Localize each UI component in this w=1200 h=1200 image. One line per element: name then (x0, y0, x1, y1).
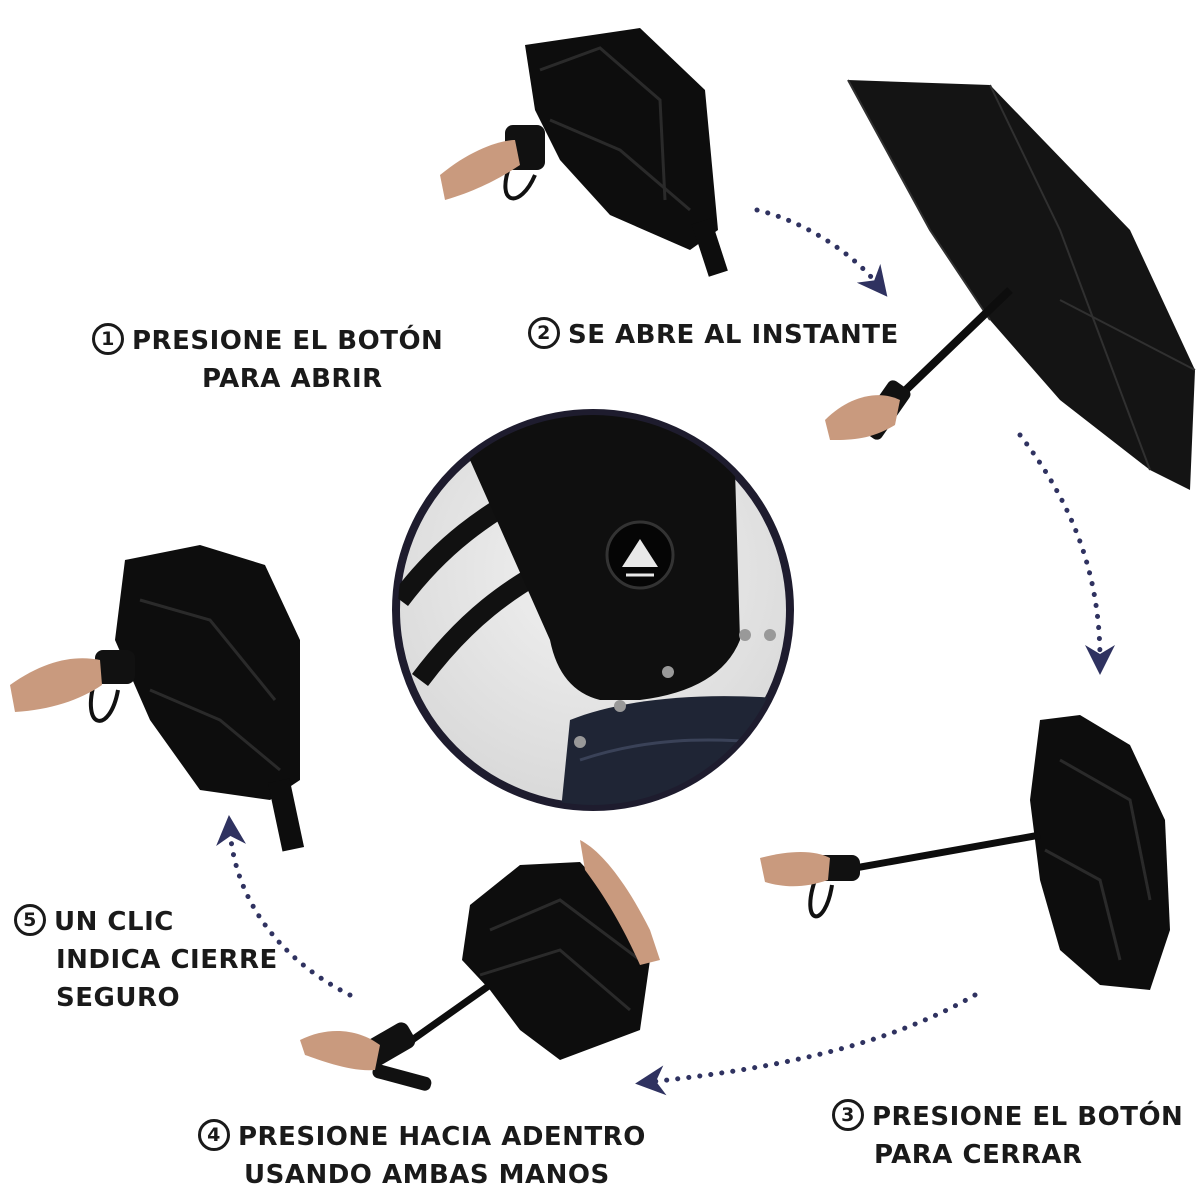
umbrella-step5-closed (10, 545, 305, 852)
umbrella-step2-open (825, 79, 1196, 490)
arrow-3-to-4 (635, 992, 978, 1096)
arrow-1-to-2 (754, 207, 888, 297)
umbrella-step3-closing (760, 715, 1170, 990)
arrow-2-to-3 (1017, 432, 1115, 675)
handle-closeup-lens (392, 409, 794, 811)
step-1-number: 1 (92, 322, 124, 355)
flow-arrows (216, 207, 1115, 1096)
step-2-number: 2 (528, 316, 560, 349)
step-5-number: 5 (14, 903, 46, 936)
umbrella-step4-pushing (300, 840, 660, 1091)
umbrella-step1-closed (440, 28, 728, 277)
step-3-number: 3 (832, 1098, 864, 1131)
arrow-4-to-5 (216, 815, 353, 998)
step-4-number: 4 (198, 1118, 230, 1151)
